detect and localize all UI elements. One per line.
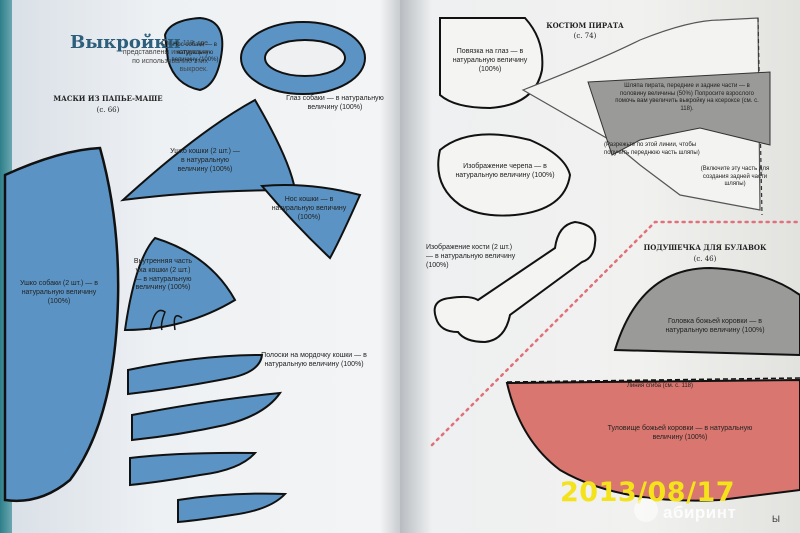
ladybug-head-shape — [613, 266, 800, 357]
page-title: Выкройки — [70, 32, 181, 53]
strip-shape-2 — [131, 391, 283, 442]
section-divider — [430, 220, 800, 447]
label-skull: Изображение черепа — в натуральную велич… — [455, 163, 555, 179]
label-cat-nose: Нос кошки — в натуральную величину (100%… — [271, 196, 347, 221]
eye-patch-shape — [439, 17, 544, 110]
section-title-masks: МАСКИ ИЗ ПАПЬЕ-МАШЕ — [53, 94, 163, 103]
section-page-pincushion: (с. 46) — [693, 255, 717, 263]
section-title-pincushion: ПОДУШЕЧКА ДЛЯ БУЛАВОК — [643, 243, 767, 252]
dog-ear-shape — [3, 146, 120, 502]
label-hat: Шляпа пирата, передние и задние части — … — [615, 83, 759, 112]
label-dog-eye: Глаз собаки — в натуральную величину (10… — [286, 95, 384, 111]
label-eye-patch: Повязка на глаз — в натуральную величину… — [452, 48, 528, 73]
skull-shape — [437, 133, 572, 217]
bone-shape — [433, 220, 597, 344]
label-hat-include: (Включите эту часть для создания задней … — [700, 166, 770, 187]
corner-fragment: Ы — [772, 514, 780, 524]
section-title-pirate: КОСТЮМ ПИРАТА — [546, 21, 624, 30]
label-cat-ear: Ушко кошки (2 шт.) — в натуральную велич… — [170, 148, 240, 173]
ladybug-body-shape — [505, 378, 800, 502]
cat-nose-shape — [259, 184, 362, 260]
label-ladybug-head: Головка божьей коровки — в натуральную в… — [665, 318, 765, 334]
label-ladybug-body: Туловище божьей коровки — в натуральную … — [607, 425, 753, 441]
hat-shape — [587, 71, 771, 156]
watermark-logo-icon — [634, 498, 658, 522]
label-hat-cut: (Разрежьте по этой линии, чтобы получить… — [604, 142, 700, 156]
label-fold-line: Линия сгиба (см. с. 118) — [626, 383, 694, 389]
intro-text: См. с. 118, где представлены инструкции … — [122, 40, 208, 74]
strip-shape-4 — [177, 492, 288, 524]
label-dog-ear: Ушко собаки (2 шт.) — в натуральную вели… — [20, 280, 98, 305]
dog-nose-shape — [163, 16, 224, 92]
watermark-text: абиринт — [663, 503, 737, 522]
inner-ear-shape — [123, 236, 237, 332]
label-inner-ear: Внутренняя часть уха кошки (2 шт.) — в н… — [133, 258, 193, 292]
ladybug-fold-line — [506, 377, 800, 383]
cat-ear-shape — [119, 98, 297, 202]
dog-eye-hole — [264, 39, 346, 77]
label-bone: Изображение кости (2 шт.) — в натуральну… — [426, 244, 516, 269]
label-dog-nose: Нос собаки — в натуральную величину (100… — [171, 42, 219, 63]
section-page-masks: (с. 66) — [96, 106, 120, 114]
strip-shape-3 — [129, 451, 258, 487]
inner-ear-fringe — [149, 309, 183, 331]
strip-shape-1 — [127, 353, 264, 396]
label-strips: Полоски на мордочку кошки — в натуральну… — [261, 352, 367, 368]
section-page-pirate: (с. 74) — [573, 32, 597, 40]
